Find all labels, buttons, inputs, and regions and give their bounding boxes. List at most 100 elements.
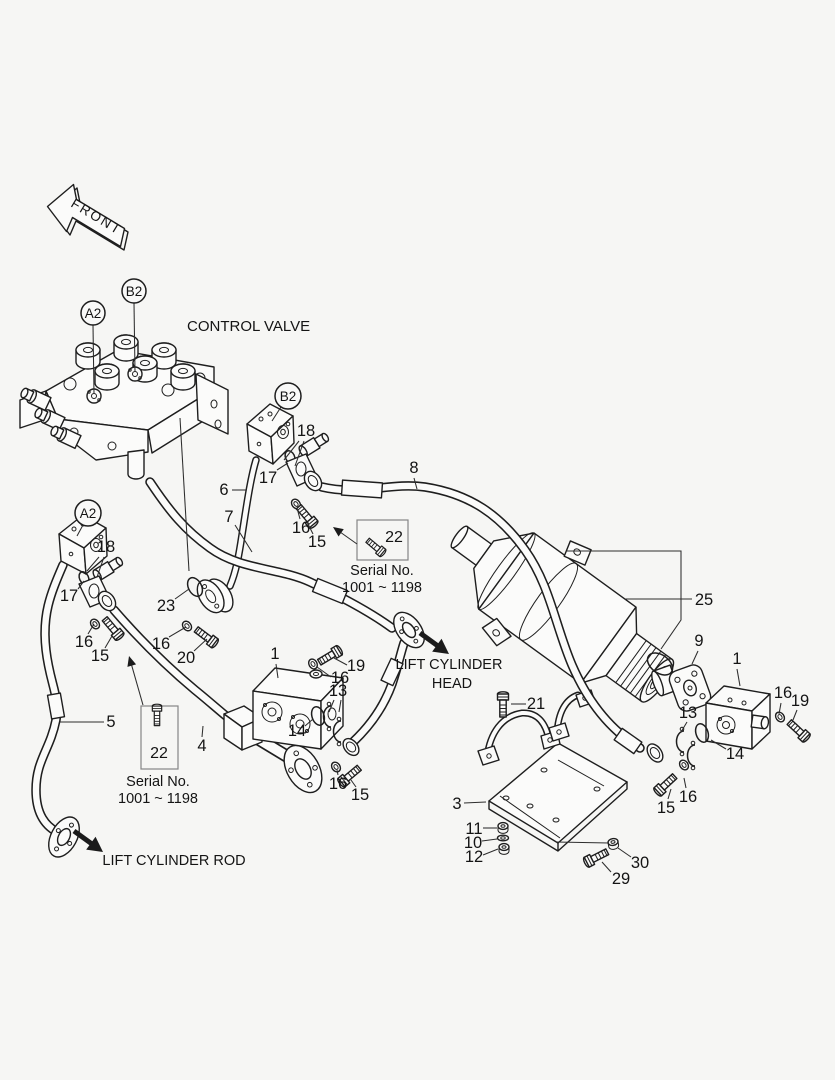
- leader-line: [338, 699, 342, 713]
- serial-note-left: 22 Serial No. 1001 ~ 1198: [118, 703, 198, 807]
- hose-5-art: [31, 560, 68, 837]
- callout-5[interactable]: 5: [106, 713, 115, 731]
- serial-note-right-arrow-line: [339, 531, 358, 545]
- balloon-label-A2: A2: [80, 506, 97, 521]
- leader-line: [316, 666, 332, 678]
- callout-7[interactable]: 7: [224, 508, 233, 526]
- lift-cylinder-rod-label: LIFT CYLINDER ROD: [102, 853, 245, 869]
- callout-4[interactable]: 4: [197, 737, 206, 755]
- flange-9-art: [668, 664, 712, 712]
- construction-line: [567, 550, 682, 650]
- rod-flange-art: [48, 816, 80, 858]
- leader-line: [234, 524, 253, 553]
- callout-16[interactable]: 16: [774, 684, 792, 702]
- port-block-b2-art: [246, 403, 295, 465]
- valve-relief-valves: [20, 387, 82, 450]
- callout-25[interactable]: 25: [695, 591, 713, 609]
- hose-a2-to-tube4-art: [109, 605, 231, 721]
- hose-8-art: [317, 481, 645, 753]
- callout-14[interactable]: 14: [726, 745, 744, 763]
- callout-11[interactable]: 11: [465, 820, 482, 838]
- callout-29[interactable]: 29: [612, 870, 630, 888]
- leader-line: [736, 668, 741, 687]
- callout-12[interactable]: 12: [465, 848, 483, 866]
- construction-line: [179, 417, 190, 572]
- callout-17[interactable]: 17: [60, 587, 78, 605]
- callout-3[interactable]: 3: [452, 795, 461, 813]
- balloon-leader: [133, 302, 136, 373]
- callout-8[interactable]: 8: [409, 459, 418, 477]
- head-arrow-head: [432, 638, 449, 654]
- leader-line: [350, 779, 357, 788]
- callout-16[interactable]: 16: [75, 633, 93, 651]
- callout-23[interactable]: 23: [157, 597, 175, 615]
- callout-15[interactable]: 15: [351, 786, 369, 804]
- callout-20[interactable]: 20: [177, 649, 195, 667]
- lift-cylinder-head-label: LIFT CYLINDER: [396, 657, 503, 673]
- leader-line: [294, 440, 305, 467]
- mount-plate-3-art: [488, 742, 628, 852]
- balloon-leader: [271, 406, 282, 422]
- callout-14[interactable]: 14: [288, 722, 306, 740]
- callout-13[interactable]: 13: [679, 704, 697, 722]
- control-valve-art: [19, 334, 229, 480]
- valve-block-1-middle-art: [252, 667, 360, 757]
- callout-30[interactable]: 30: [631, 854, 649, 872]
- leader-line: [168, 626, 187, 638]
- callout-9[interactable]: 9: [694, 632, 703, 650]
- callout-15[interactable]: 15: [91, 647, 109, 665]
- leader-line: [333, 657, 348, 666]
- callout-16[interactable]: 16: [329, 775, 347, 793]
- callout-21[interactable]: 21: [527, 695, 545, 713]
- leader-line: [306, 521, 314, 535]
- head-arrow-shaft: [418, 630, 440, 649]
- leader-line: [104, 635, 113, 649]
- callout-16[interactable]: 16: [292, 519, 310, 537]
- leader-line: [276, 462, 289, 471]
- note-part-number[interactable]: 22: [385, 529, 403, 546]
- labels-layer: 1817161567818171615231620541191613141615…: [60, 278, 809, 888]
- serial-note-left-arrow-line: [130, 663, 144, 706]
- callout-1[interactable]: 1: [732, 650, 741, 668]
- leader-line: [481, 838, 498, 842]
- fitting-18-b2-art: [284, 432, 330, 492]
- leader-line: [463, 801, 487, 804]
- tube-6-art: [226, 456, 260, 590]
- hose-ferrules: [46, 479, 643, 755]
- callout-10[interactable]: 10: [464, 834, 482, 852]
- balloon-B2[interactable]: [121, 278, 147, 304]
- balloon-leader: [76, 524, 84, 537]
- callout-19[interactable]: 19: [347, 657, 365, 675]
- callout-16[interactable]: 16: [331, 669, 349, 687]
- callout-6[interactable]: 6: [219, 481, 228, 499]
- o-ring-23: [186, 576, 204, 598]
- balloon-B2[interactable]: [274, 382, 302, 410]
- callout-19[interactable]: 19: [791, 692, 809, 710]
- leader-line: [336, 769, 339, 776]
- callout-13[interactable]: 13: [329, 682, 347, 700]
- callout-16[interactable]: 16: [679, 788, 697, 806]
- control-valve-label: CONTROL VALVE: [187, 318, 310, 335]
- note-serial-line2: 1001 ~ 1198: [342, 580, 422, 596]
- callout-17[interactable]: 17: [259, 469, 277, 487]
- note-serial-line1: Serial No.: [350, 563, 414, 579]
- callout-18[interactable]: 18: [97, 538, 115, 556]
- cylinder-25-art: [450, 525, 675, 703]
- leader-line: [792, 709, 798, 721]
- leader-line: [482, 848, 499, 856]
- callout-16[interactable]: 16: [152, 635, 170, 653]
- lift-cylinder-head-label-2: HEAD: [432, 676, 472, 692]
- note-serial-line1: Serial No.: [126, 774, 190, 790]
- serial-note-right-arrow-head: [333, 527, 344, 537]
- leader-line: [691, 650, 699, 665]
- callout-18[interactable]: 18: [297, 422, 315, 440]
- leader-line: [304, 718, 314, 727]
- callout-15[interactable]: 15: [657, 799, 675, 817]
- leader-line: [601, 861, 612, 873]
- rod-arrow-shaft: [72, 828, 94, 847]
- callout-15[interactable]: 15: [308, 533, 326, 551]
- balloon-A2[interactable]: [74, 499, 102, 527]
- balloon-A2[interactable]: [80, 300, 106, 326]
- note-part-number[interactable]: 22: [150, 745, 168, 762]
- callout-1[interactable]: 1: [270, 645, 279, 663]
